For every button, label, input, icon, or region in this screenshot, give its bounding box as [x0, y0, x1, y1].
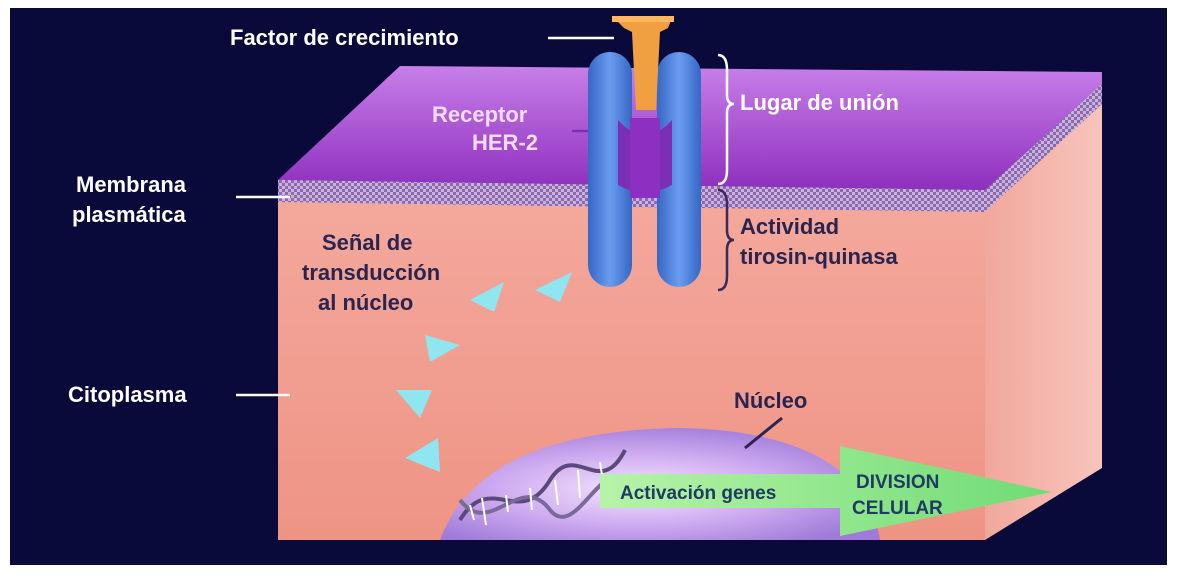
label-factor-crecimiento: Factor de crecimiento: [230, 25, 459, 50]
label-senal-line1: Señal de: [322, 230, 412, 255]
label-actividad-line2: tirosin-quinasa: [740, 244, 898, 269]
label-receptor-line1: Receptor: [432, 102, 528, 127]
label-senal-line3: al núcleo: [318, 290, 413, 315]
label-senal-line2: transducción: [302, 260, 440, 285]
label-membrana-line1: Membrana: [76, 172, 187, 197]
label-actividad-line1: Actividad: [740, 214, 839, 239]
label-citoplasma: Citoplasma: [68, 382, 187, 407]
label-receptor-line2: HER-2: [472, 130, 538, 155]
label-nucleo: Núcleo: [734, 388, 807, 413]
label-membrana-line2: plasmática: [72, 202, 186, 227]
label-lugar-union: Lugar de unión: [740, 90, 899, 115]
label-division-line1: DIVISION: [856, 472, 939, 493]
label-activacion-genes: Activación genes: [620, 483, 776, 504]
label-division-line2: CELULAR: [852, 498, 943, 519]
